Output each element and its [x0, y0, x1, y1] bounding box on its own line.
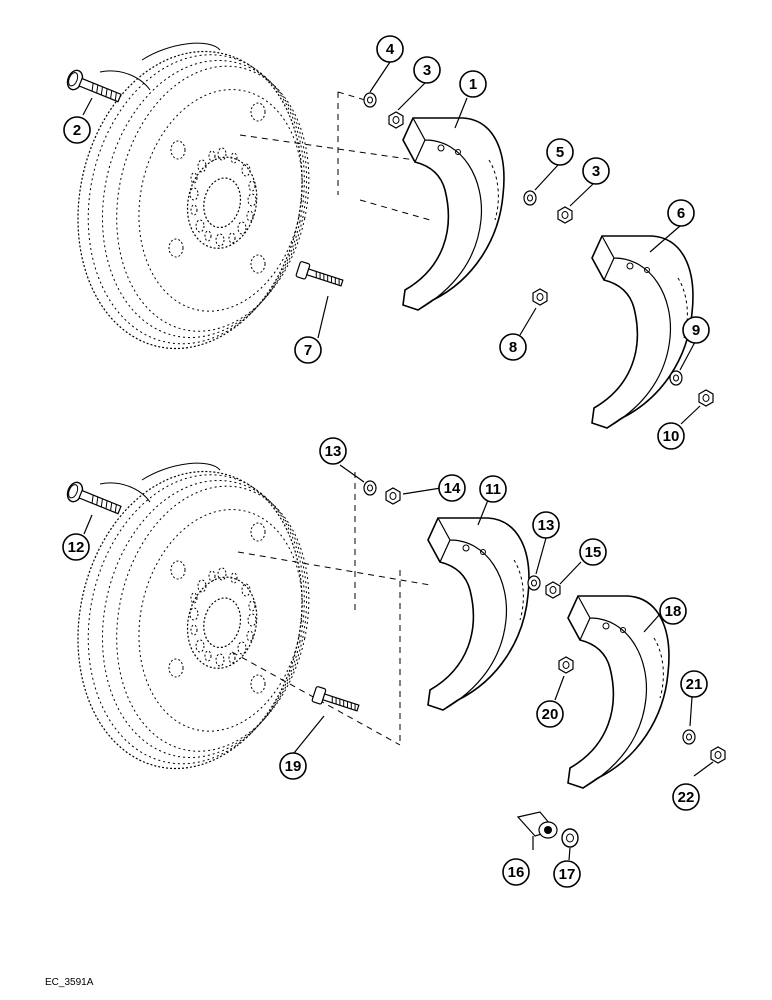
weight-6 [591, 235, 694, 429]
leader-lines [82, 61, 714, 861]
weight-1 [402, 117, 505, 311]
callout-20: 20 [536, 700, 564, 728]
svg-text:7: 7 [304, 342, 312, 359]
svg-text:5: 5 [556, 144, 564, 161]
washer-21 [682, 729, 696, 745]
svg-text:16: 16 [508, 864, 525, 881]
svg-text:12: 12 [68, 539, 85, 556]
leader-arrow-top [99, 70, 151, 91]
washer-17 [561, 828, 579, 848]
svg-text:4: 4 [386, 41, 395, 58]
bolt-7 [295, 260, 346, 292]
washer-9 [669, 370, 683, 386]
nut-3b [557, 206, 573, 224]
callout-22: 22 [672, 783, 700, 811]
callout-12: 12 [62, 533, 90, 561]
callout-3-top-a: 3 [413, 56, 441, 84]
callout-15: 15 [579, 538, 607, 566]
assembly-guides-top [239, 91, 431, 221]
figure-code: EC_3591A [45, 977, 94, 988]
svg-text:3: 3 [423, 62, 431, 79]
callout-14: 14 [438, 474, 466, 502]
leader-arrow-bottom [99, 482, 151, 503]
nut-14 [385, 487, 401, 505]
callout-5: 5 [546, 138, 574, 166]
weight-18 [567, 595, 670, 789]
svg-text:19: 19 [285, 758, 302, 775]
svg-text:9: 9 [692, 322, 700, 339]
wheel-bolt-bottom [64, 479, 124, 520]
nut-15 [545, 581, 561, 599]
callout-16: 16 [502, 858, 530, 886]
callout-13-b: 13 [532, 511, 560, 539]
svg-text:13: 13 [325, 443, 342, 460]
washer-13a [363, 480, 377, 496]
assembly-guides-bottom [231, 472, 431, 746]
svg-text:18: 18 [665, 603, 682, 620]
svg-text:10: 10 [663, 428, 680, 445]
callout-9: 9 [682, 316, 710, 344]
callout-13-a: 13 [319, 437, 347, 465]
wheel-rim-top [50, 29, 334, 371]
nut-22 [710, 746, 726, 764]
svg-text:14: 14 [444, 480, 461, 497]
bolt-19 [311, 685, 362, 717]
svg-text:17: 17 [559, 866, 576, 883]
callout-11: 11 [479, 475, 507, 503]
callout-2: 2 [63, 116, 91, 144]
callout-8: 8 [499, 333, 527, 361]
callout-1: 1 [459, 70, 487, 98]
svg-text:2: 2 [73, 122, 81, 139]
callout-19: 19 [279, 752, 307, 780]
nut-8 [532, 288, 548, 306]
washer-4 [363, 92, 377, 108]
svg-text:6: 6 [677, 205, 685, 222]
svg-text:15: 15 [585, 544, 602, 561]
svg-text:13: 13 [538, 517, 555, 534]
nut-10 [698, 389, 714, 407]
svg-text:11: 11 [485, 481, 501, 498]
callout-10: 10 [657, 422, 685, 450]
nut-20 [558, 656, 574, 674]
svg-text:22: 22 [678, 789, 695, 806]
svg-text:20: 20 [542, 706, 559, 723]
nut-3-top [388, 111, 404, 129]
callout-21: 21 [680, 670, 708, 698]
weight-11 [427, 517, 530, 711]
svg-text:21: 21 [686, 676, 703, 693]
washer-5 [523, 190, 537, 206]
washer-13b [527, 575, 541, 591]
wheel-bolt-top [64, 67, 124, 108]
svg-text:3: 3 [592, 163, 600, 180]
callout-3-top-b: 3 [582, 157, 610, 185]
callout-6: 6 [667, 199, 695, 227]
spacer-16 [516, 811, 558, 839]
svg-text:1: 1 [469, 76, 477, 93]
callout-18: 18 [659, 597, 687, 625]
callout-17: 17 [553, 860, 581, 888]
svg-text:8: 8 [509, 339, 517, 356]
callout-4: 4 [376, 35, 404, 63]
callout-7: 7 [294, 336, 322, 364]
